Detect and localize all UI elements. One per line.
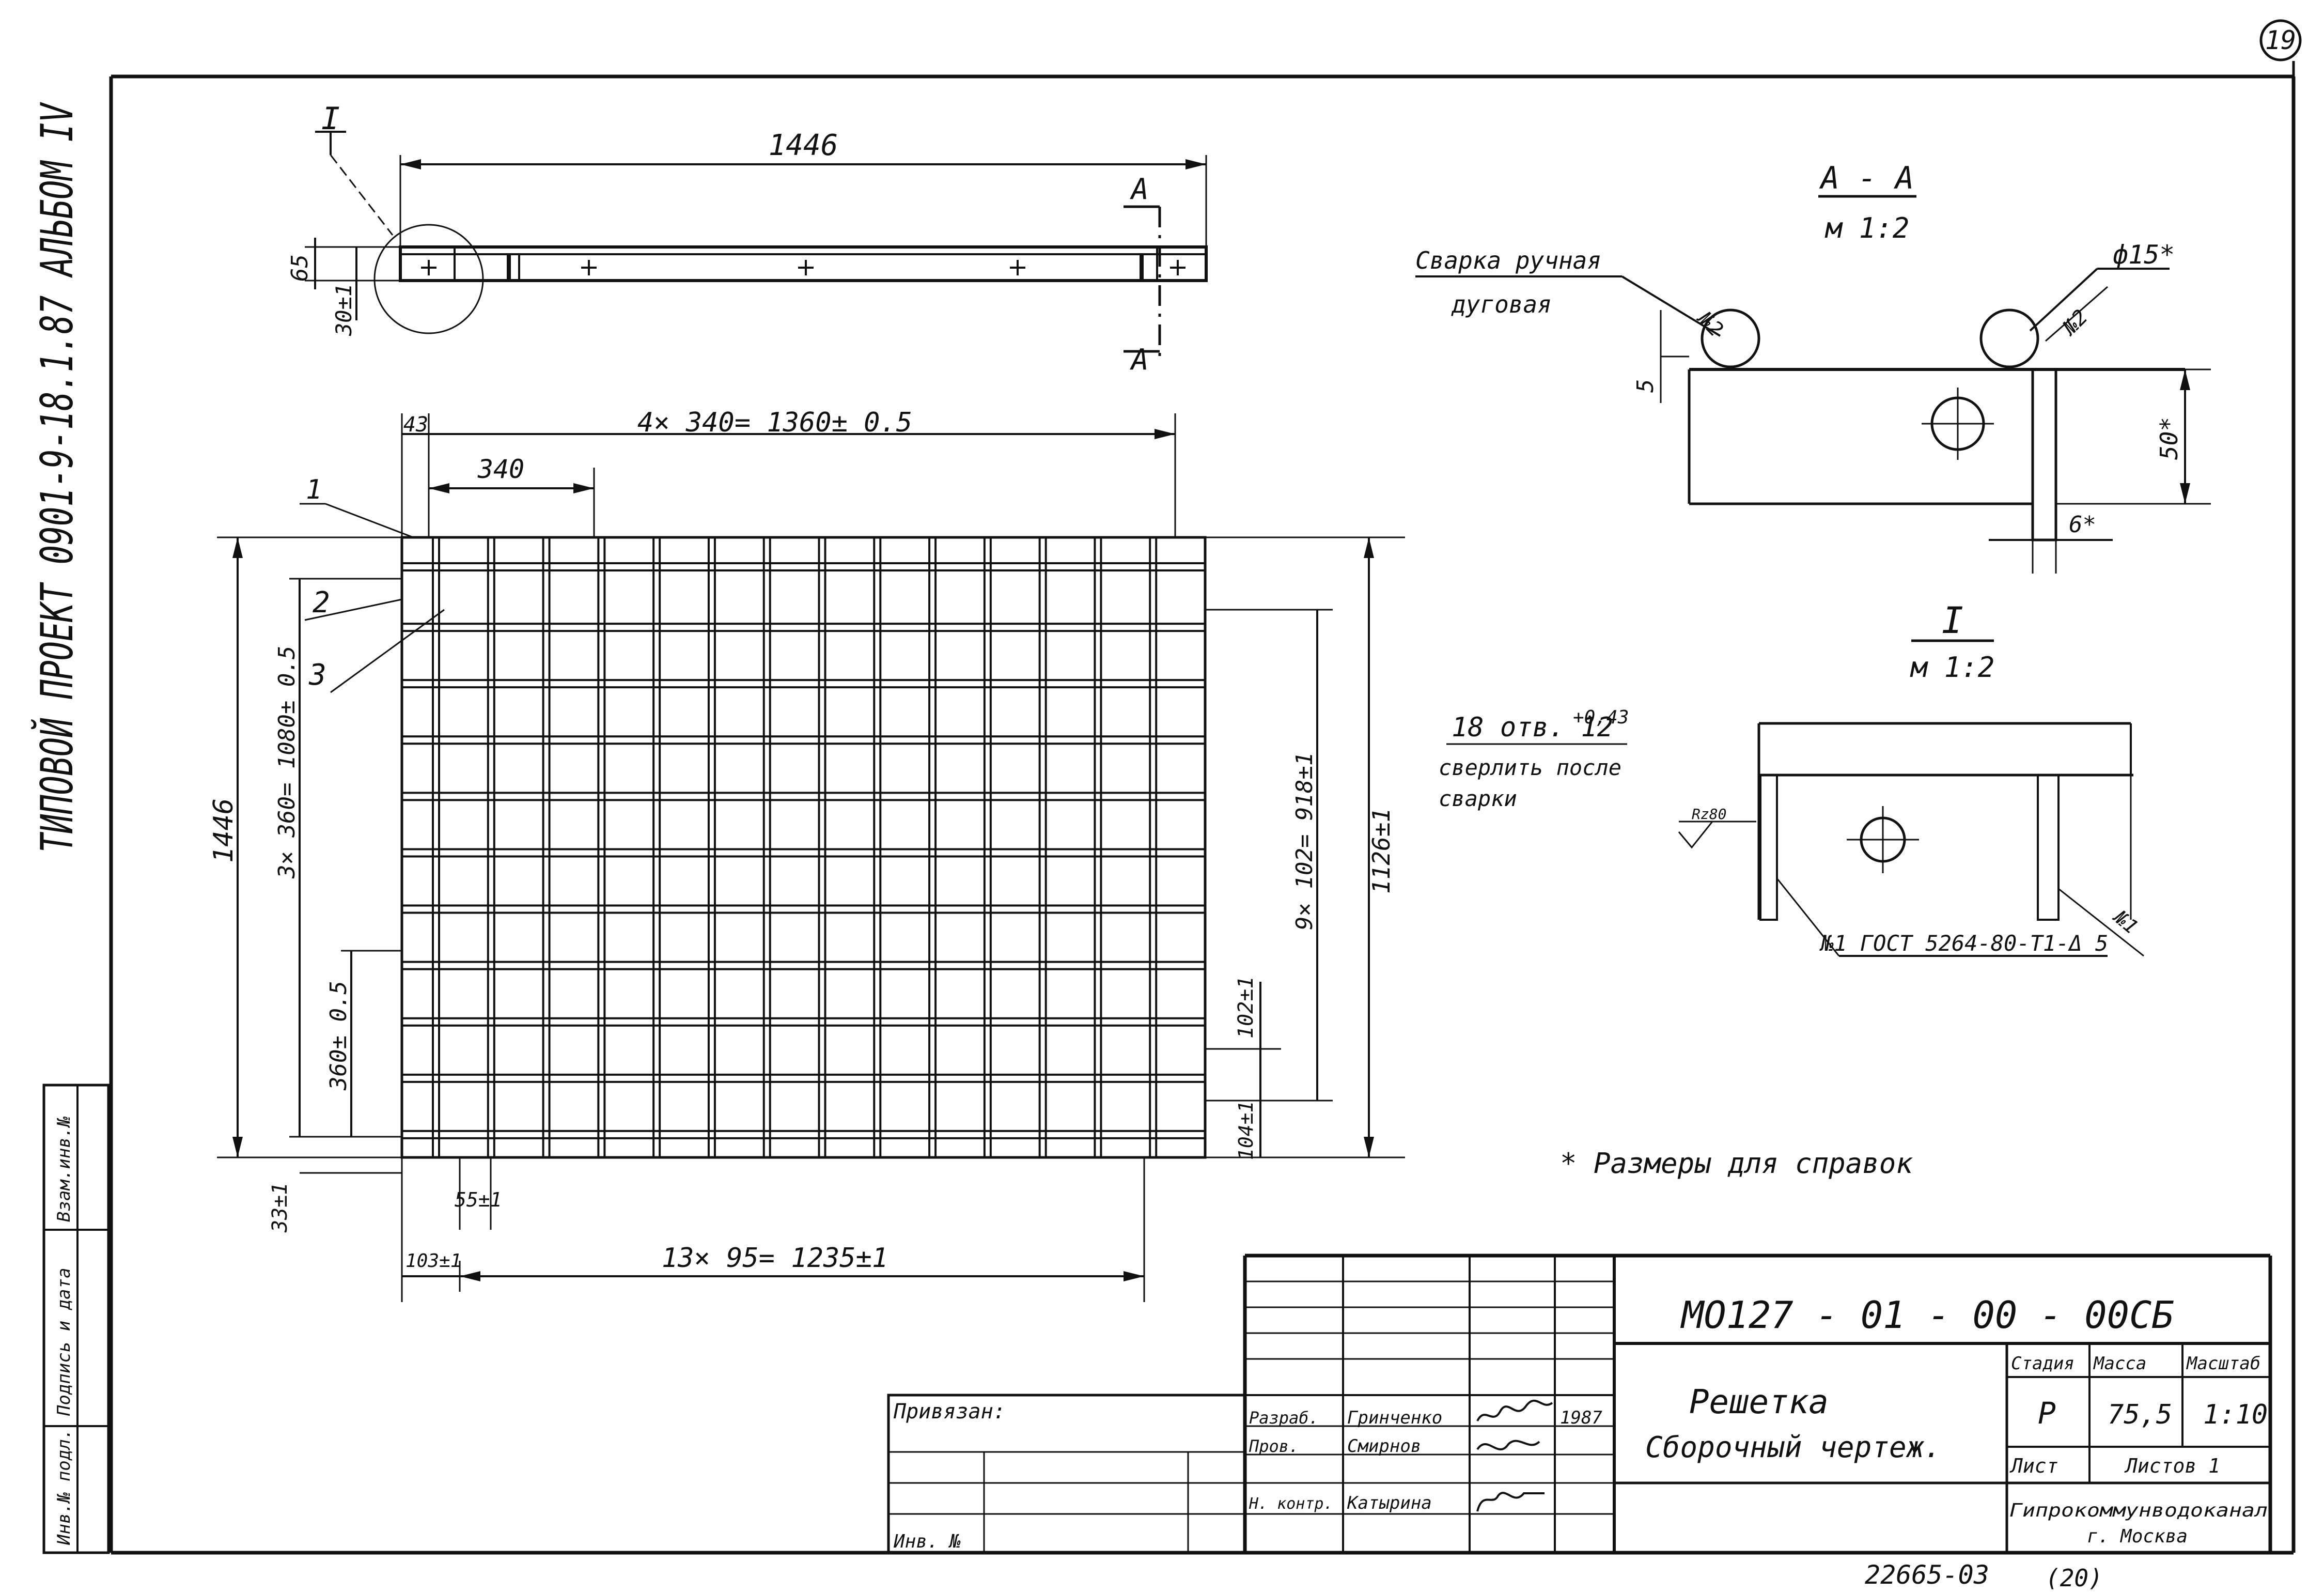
dim-top-long: 4× 340= 1360± 0.5: [637, 407, 912, 438]
dim-6: 6*: [2069, 512, 2096, 538]
dim-top-short: 43: [403, 413, 428, 437]
stage-label: Стадия: [2011, 1353, 2075, 1374]
side-stamp-text: ТИПОВОЙ ПРОЕКТ 0901-9-18.1.87 АЛЬБОМ IV: [32, 102, 83, 853]
role-checker: Пров.: [1249, 1436, 1299, 1456]
weld-note-2: дуговая: [1451, 290, 1552, 318]
dim-right-total: 1126±1: [1367, 808, 1395, 894]
dim-bottom-long: 13× 95= 1235±1: [662, 1243, 888, 1274]
sheets-label: Листов 1: [2124, 1455, 2220, 1477]
scale-label: Масштаб: [2186, 1353, 2260, 1374]
binding-label: Привязан:: [893, 1400, 1006, 1424]
top-view-length: 1446: [769, 129, 838, 162]
dim-right-bottom: 104±1: [1235, 1101, 1257, 1160]
holes-note: 18 отв. 12: [1452, 712, 1613, 743]
footer-number: 22665-03: [1865, 1560, 1989, 1590]
plan-view: 43 4× 340= 1360± 0.5 340 1446 3× 360= 10…: [208, 407, 1405, 1302]
sheet-label: Лист: [2009, 1455, 2058, 1477]
note-line-1: сверлить после: [1439, 755, 1621, 780]
section-aa-title: А - А: [1819, 160, 1914, 196]
inv-label: Инв. №: [893, 1531, 961, 1552]
drawing-name-2: Сборочный чертеж.: [1645, 1431, 1941, 1464]
detail-i: I м 1:2 18 отв. 12 +0,43 сверлить после …: [1439, 599, 2144, 957]
side-fields: Инв.№ подл. Подпись и дата Взам.инв.№: [42, 1084, 110, 1554]
grating-cross-rods: [432, 537, 1158, 1157]
holes-tolerance: +0,43: [1573, 707, 1629, 728]
top-view-height: 65: [287, 254, 313, 282]
drawing-name-1: Решетка: [1689, 1383, 1829, 1421]
organization-1: Гипрокоммунводоканал: [2009, 1500, 2268, 1521]
vzam-inv-label: Взам.инв.№: [54, 1116, 74, 1222]
name-checker: Смирнов: [1347, 1436, 1421, 1457]
signature-2: [1476, 1440, 1540, 1450]
section-aa: А - А м 1:2 Сварка ручная дуговая ф15* №…: [1415, 160, 2211, 574]
name-norm-control: Катырина: [1347, 1493, 1432, 1513]
position-3: 3: [308, 658, 326, 692]
scale-value: 1:10: [2203, 1399, 2268, 1430]
position-1: 1: [306, 474, 322, 505]
designation: МО127 - 01 - 00 - 00СБ: [1680, 1293, 2174, 1337]
title-block: МО127 - 01 - 00 - 00СБ Решетка Сборочный…: [887, 1254, 2272, 1554]
top-view-crosses: [421, 260, 1186, 275]
grating-bars: [402, 562, 1205, 1139]
signature-date-label: Подпись и дата: [54, 1267, 74, 1416]
dim-bottom-103: 103±1: [405, 1250, 461, 1272]
top-view-callout: I: [321, 101, 340, 137]
dim-340: 340: [477, 454, 524, 484]
section-aa-scale: м 1:2: [1824, 212, 1910, 244]
roughness-label: Rz80: [1692, 806, 1726, 823]
dim-left-sub: 360± 0.5: [325, 981, 352, 1091]
organization-2: г. Москва: [2087, 1526, 2188, 1547]
signature-3: [1476, 1492, 1545, 1512]
sheet-number-text: 19: [2265, 25, 2296, 55]
role-norm-control: Н. контр.: [1249, 1495, 1333, 1513]
dim-left-bottom: 33±1: [268, 1183, 292, 1233]
note-line-2: сварки: [1439, 786, 1517, 811]
role-developer: Разраб.: [1249, 1408, 1319, 1428]
sheet-number: 19: [2259, 19, 2302, 61]
position-2: 2: [313, 586, 330, 620]
dim-bottom-55: 55±1: [455, 1188, 502, 1211]
footer-page: (20): [2046, 1564, 2103, 1592]
top-view-offset: 30±1: [331, 284, 356, 336]
weld-no-detail: №1: [2109, 905, 2143, 938]
dim-50: 50*: [2155, 417, 2183, 460]
top-view: I 1446 65 30±1 А А: [287, 101, 1208, 377]
section-mark-bottom: А: [1130, 343, 1149, 377]
stage-value: Р: [2038, 1396, 2056, 1431]
mass-value: 75,5: [2108, 1399, 2172, 1430]
weld-note-1: Сварка ручная: [1415, 246, 1601, 274]
detail-i-title: I: [1942, 599, 1963, 642]
dim-right-main: 9× 102= 918±1: [1291, 752, 1318, 930]
reference-note: * Размеры для справок: [1560, 1147, 1913, 1180]
weld-no-right: №2: [2057, 305, 2093, 341]
dim-left-total: 1446: [208, 798, 239, 863]
mass-label: Масса: [2093, 1353, 2146, 1374]
side-stamp: ТИПОВОЙ ПРОЕКТ 0901-9-18.1.87 АЛЬБОМ IV: [32, 102, 83, 853]
dim-5: 5: [1632, 379, 1659, 393]
diameter-label: ф15*: [2113, 240, 2175, 270]
detail-i-scale: м 1:2: [1910, 651, 1995, 684]
signature-1: [1476, 1399, 1553, 1421]
dim-right-small: 102±1: [1234, 977, 1258, 1039]
weld-ref: №1 ГОСТ 5264-80-Т1-Δ 5: [1819, 931, 2108, 956]
section-mark-top: А: [1130, 173, 1149, 206]
year-value: 1987: [1560, 1408, 1602, 1428]
inv-orig-label: Инв.№ подл.: [54, 1429, 74, 1545]
dim-left-main: 3× 360= 1080± 0.5: [274, 646, 300, 879]
name-developer: Гринченко: [1347, 1408, 1442, 1428]
